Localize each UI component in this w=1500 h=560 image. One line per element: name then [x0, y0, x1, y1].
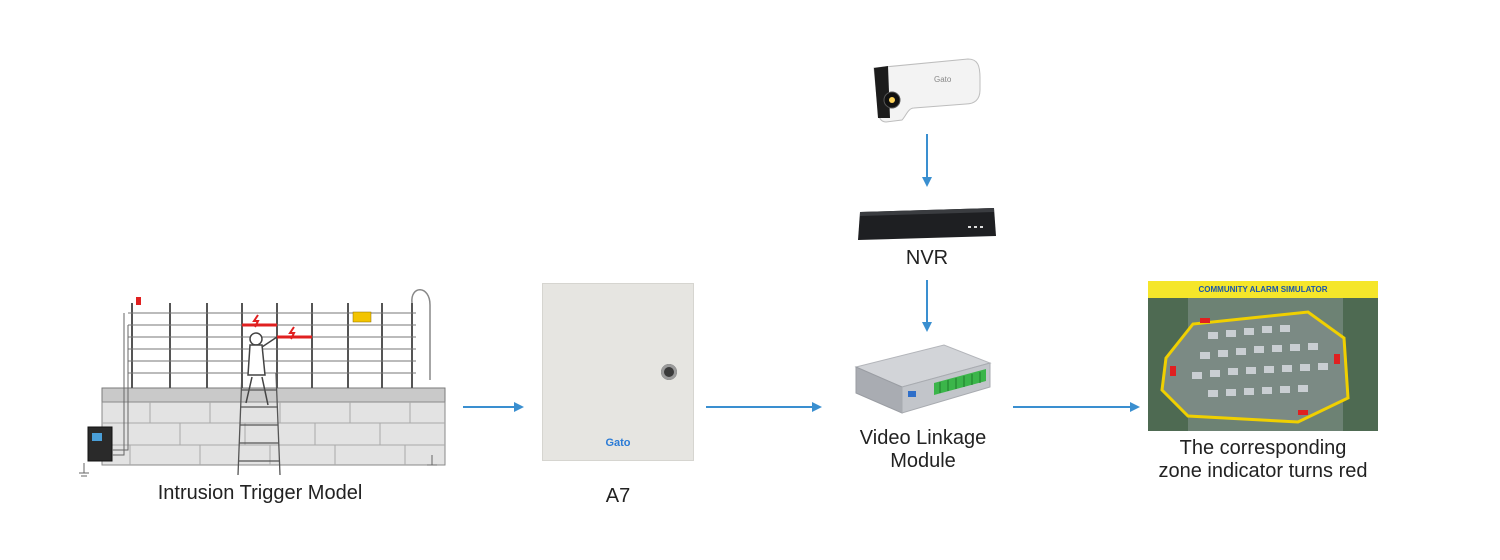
lock-icon	[661, 364, 677, 380]
electric-fence-wall-icon	[79, 289, 446, 477]
video-linkage-module	[852, 341, 994, 417]
community-map-icon	[1148, 298, 1378, 431]
video-linkage-label-line1: Video Linkage	[859, 427, 987, 449]
a7-label: A7	[605, 485, 631, 507]
camera-logo: Gato	[934, 75, 952, 84]
intrusion-label: Intrusion Trigger Model	[157, 482, 363, 504]
a7-panel: Gato	[542, 283, 694, 461]
zone-indicator-label-line2: zone indicator turns red	[1158, 460, 1368, 482]
community-alarm-simulator: COMMUNITY ALARM SIMULATOR	[1148, 281, 1378, 431]
nvr-label: NVR	[905, 247, 949, 269]
bullet-camera-icon: Gato	[873, 58, 981, 123]
nvr-recorder-icon	[858, 208, 996, 240]
a7-logo: Gato	[605, 437, 631, 449]
simulator-banner: COMMUNITY ALARM SIMULATOR	[1148, 281, 1378, 298]
intrusion-trigger-model	[70, 285, 450, 480]
simulator-banner-text: COMMUNITY ALARM SIMULATOR	[1198, 285, 1328, 294]
video-linkage-label-line2: Module	[890, 450, 956, 472]
zone-indicator-label-line1: The corresponding	[1179, 437, 1347, 459]
linkage-module-icon	[854, 344, 992, 414]
camera: Gato	[868, 56, 983, 124]
nvr-device	[856, 206, 998, 242]
